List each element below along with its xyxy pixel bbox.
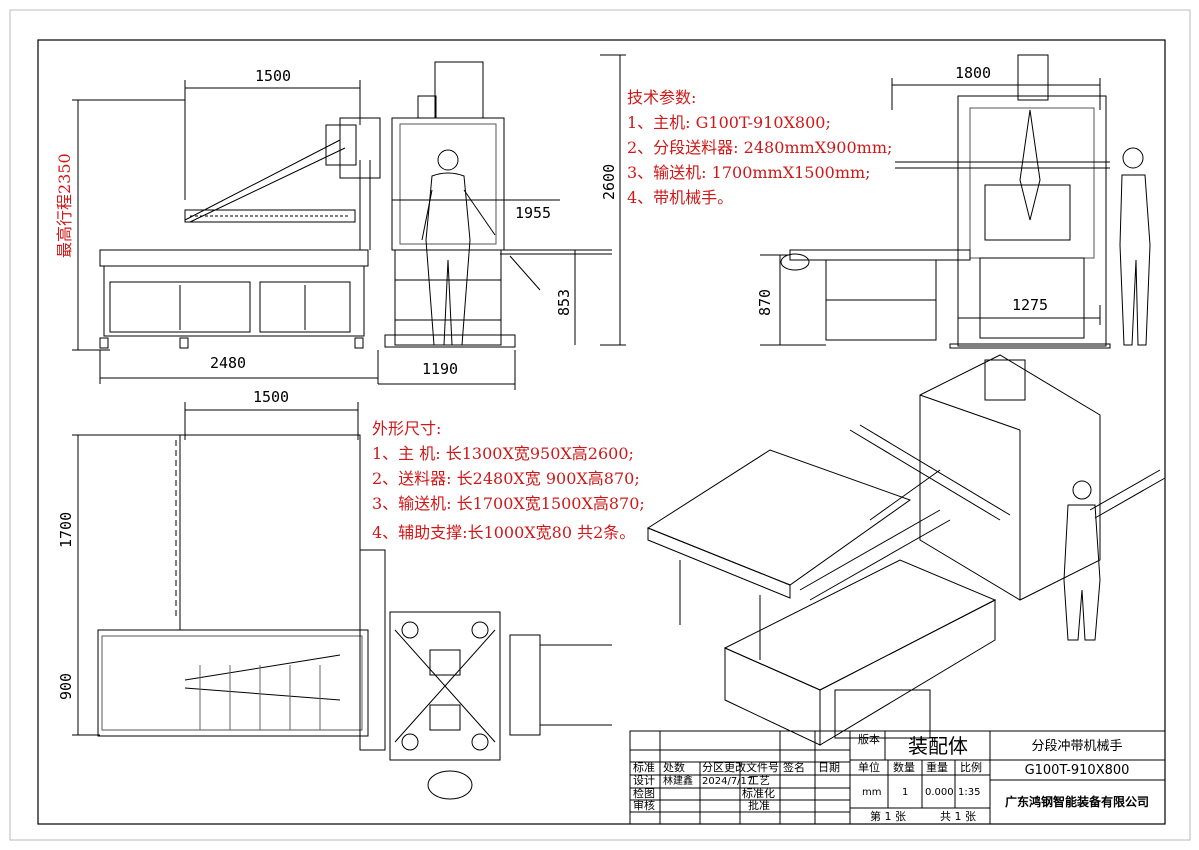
rev-header: 标准 xyxy=(633,760,655,774)
outline-line: 3、输送机: 长1700X宽1500X高870; xyxy=(372,494,645,513)
outline-title: 外形尺寸: xyxy=(372,419,441,438)
qty-value: 1 xyxy=(902,787,908,798)
dim-side-base: 1275 xyxy=(1012,296,1048,314)
dim-front-max-stroke: 最高行程2350 xyxy=(55,153,74,258)
scale-label: 比例 xyxy=(960,760,982,774)
scale-value: 1:35 xyxy=(958,787,980,798)
outer-border xyxy=(9,9,1191,841)
designer: 林建鑫 xyxy=(663,774,693,787)
dim-front-base: 1190 xyxy=(422,360,458,378)
check-label: 检图 xyxy=(633,786,655,800)
drawing-frame xyxy=(37,39,1166,825)
dim-front-top: 1500 xyxy=(255,67,291,85)
rev-header: 签名 xyxy=(783,760,805,774)
dim-front-height: 2600 xyxy=(600,164,618,200)
outline-line: 4、辅助支撑:长1000X宽80 共2条。 xyxy=(372,523,635,542)
dim-plan-left-lower: 900 xyxy=(57,673,75,700)
side-view xyxy=(760,54,1151,349)
dim-front-mid: 1955 xyxy=(515,204,551,222)
rev-header: 日期 xyxy=(818,761,840,774)
weight-label: 重量 xyxy=(926,760,948,774)
front-view xyxy=(72,54,626,390)
unit-label: 单位 xyxy=(858,760,880,774)
outline-line: 2、送料器: 长2480X宽 900X高870; xyxy=(372,469,640,488)
tech-specs: 技术参数: 1、主机: G100T-910X800; 2、分段送料器: 2480… xyxy=(627,88,892,207)
dim-side-top: 1800 xyxy=(955,64,991,82)
dim-front-length: 2480 xyxy=(210,354,246,372)
unit-value: mm xyxy=(862,787,881,798)
dim-side-height: 870 xyxy=(756,289,774,316)
tech-specs-line: 2、分段送料器: 2480mmX900mm; xyxy=(627,138,892,157)
sheet-total: 共 1 张 xyxy=(940,810,976,823)
dim-plan-top: 1500 xyxy=(253,388,289,406)
dim-plan-left-upper: 1700 xyxy=(57,512,75,548)
assembly-title: 装配体 xyxy=(908,734,968,758)
outline-line: 1、主 机: 长1300X宽950X高2600; xyxy=(372,444,634,463)
product-model: G100T-910X800 xyxy=(1025,763,1130,778)
approve-label: 批准 xyxy=(748,798,770,812)
version-label: 版本 xyxy=(858,732,880,746)
weight-value: 0.000 xyxy=(925,787,954,798)
design-label: 设计 xyxy=(633,774,655,787)
dim-front-feed-height: 853 xyxy=(555,289,573,316)
tech-specs-line: 4、带机械手。 xyxy=(627,188,733,207)
rev-header: 更改文件号 xyxy=(724,760,779,774)
company-name: 广东鸿钢智能装备有限公司 xyxy=(1005,794,1149,809)
rev-header: 分区 xyxy=(702,761,724,774)
design-date: 2024/7/17 xyxy=(702,776,753,787)
product-name: 分段冲带机械手 xyxy=(1031,739,1122,754)
title-block xyxy=(629,730,1166,825)
plan-view xyxy=(72,402,612,800)
title-block-text: 标准 处数 分区 更改文件号 签名 日期 设计 林建鑫 2024/7/17 工艺… xyxy=(633,732,1149,823)
standardize-label: 标准化 xyxy=(742,786,775,800)
outline-dimensions: 外形尺寸: 1、主 机: 长1300X宽950X高2600; 2、送料器: 长2… xyxy=(372,419,645,542)
tech-specs-line: 3、输送机: 1700mmX1500mm; xyxy=(627,163,871,182)
tech-specs-title: 技术参数: xyxy=(627,88,696,107)
isometric-view xyxy=(646,354,1166,746)
qty-label: 数量 xyxy=(893,761,915,774)
rev-header: 处数 xyxy=(663,761,685,774)
tech-specs-line: 1、主机: G100T-910X800; xyxy=(627,113,831,132)
craft-label: 工艺 xyxy=(748,774,770,787)
review-label: 审核 xyxy=(633,798,655,812)
sheet-number: 第 1 张 xyxy=(870,809,906,823)
